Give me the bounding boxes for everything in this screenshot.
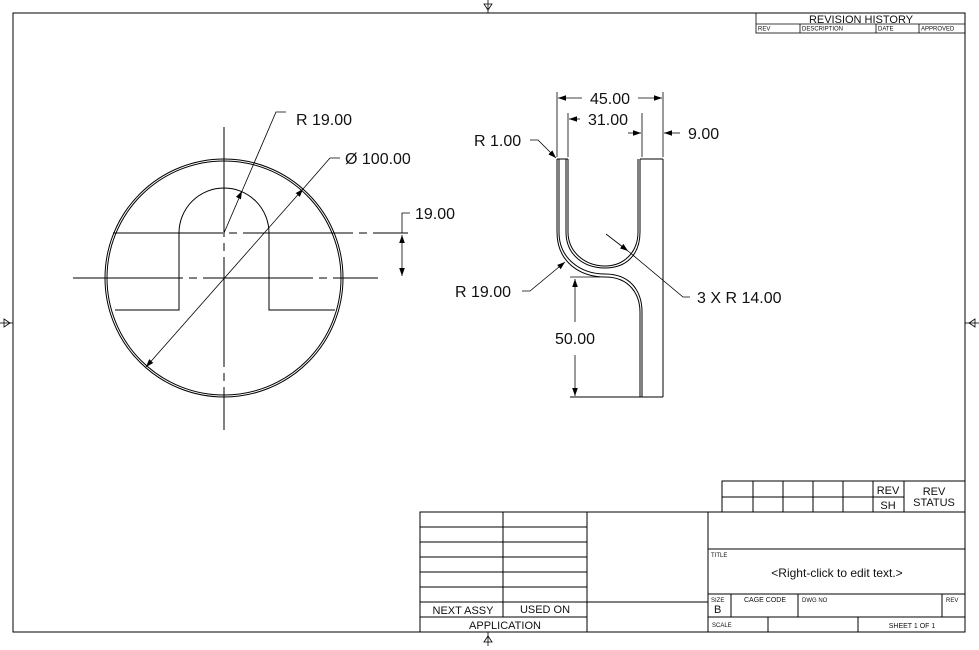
- date-column-header: DATE: [878, 27, 894, 33]
- zone-marker-right: [965, 318, 979, 328]
- rev-column-header: REV: [758, 27, 770, 33]
- sheet-number: SHEET 1 OF 1: [889, 623, 936, 630]
- scale-caption: SCALE: [712, 623, 732, 629]
- used-on-label: USED ON: [520, 604, 570, 616]
- front-view[interactable]: R 19.00 Ø 100.00 19.00: [73, 111, 455, 430]
- next-assy-label: NEXT ASSY: [433, 605, 495, 617]
- revision-history-title: REVISION HISTORY: [809, 14, 914, 26]
- approved-column-header: APPROVED: [921, 27, 955, 33]
- length-dimension[interactable]: 50.00: [555, 331, 595, 348]
- radius-leader: [223, 111, 286, 234]
- drawing-border: [12, 12, 966, 633]
- slot-width-dimension[interactable]: 31.00: [588, 112, 628, 129]
- application-block: NEXT ASSY USED ON APPLICATION: [419, 511, 709, 633]
- rev-label: REV: [877, 485, 900, 497]
- revision-history-table: REVISION HISTORY REV DESCRIPTION DATE AP…: [755, 12, 966, 34]
- zone-marker-left: [0, 318, 13, 328]
- corner-radius-dimension[interactable]: R 1.00: [474, 133, 521, 150]
- title-block: TITLE <Right-click to edit text.> SIZE B…: [707, 511, 966, 633]
- rev-status-block: REV SH REV STATUS: [721, 480, 966, 513]
- part-outline: [556, 158, 664, 398]
- diameter-leader: [145, 188, 304, 368]
- height-dimension[interactable]: 19.00: [415, 206, 455, 223]
- dwg-no-caption: DWG NO: [802, 598, 828, 604]
- bend-radius-dimension[interactable]: R 19.00: [455, 284, 511, 301]
- size-value[interactable]: B: [714, 604, 721, 616]
- application-label: APPLICATION: [469, 620, 541, 632]
- side-view[interactable]: 45.00 31.00 9.00 R 1.00 R 19.00 3 X R 14…: [455, 91, 782, 398]
- zone-marker-top: [483, 0, 493, 13]
- description-column-header: DESCRIPTION: [802, 27, 843, 33]
- zone-marker-bottom: [483, 632, 493, 646]
- size-caption: SIZE: [711, 598, 724, 604]
- wall-thickness-dimension[interactable]: 9.00: [688, 126, 719, 143]
- cage-code-caption: CAGE CODE: [744, 597, 786, 604]
- width-dimension[interactable]: 45.00: [590, 91, 630, 108]
- diameter-dimension[interactable]: Ø 100.00: [345, 151, 411, 168]
- drawing-title-field[interactable]: <Right-click to edit text.>: [771, 566, 902, 580]
- inner-radius-dimension[interactable]: 3 X R 14.00: [697, 290, 782, 307]
- rev-caption: REV: [946, 598, 958, 604]
- rev-status-label-line1: REV: [923, 486, 946, 498]
- keyhole-slot-outline: [115, 187, 335, 311]
- sheet-label: SH: [880, 500, 895, 512]
- title-caption: TITLE: [711, 553, 727, 559]
- rev-status-label-line2: STATUS: [913, 497, 955, 509]
- radius-dimension[interactable]: R 19.00: [296, 112, 352, 129]
